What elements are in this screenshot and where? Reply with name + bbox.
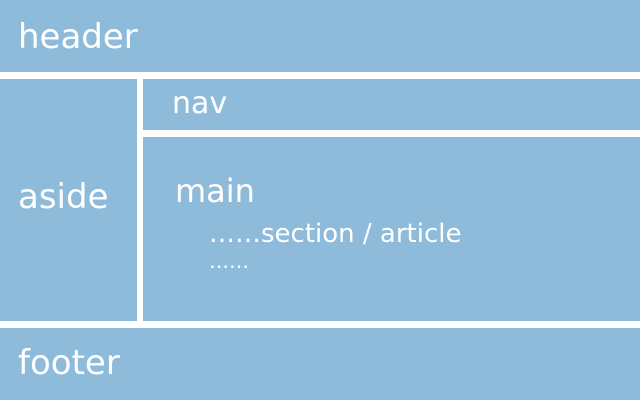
main-label: main [175,172,255,210]
main-content-line: ……section / article [209,219,462,249]
aside-block: aside [0,79,137,321]
nav-block: nav [143,79,640,130]
main-continuation: …… [209,249,249,273]
aside-label: aside [18,177,109,217]
footer-block: footer [0,328,640,400]
nav-label: nav [172,86,228,121]
footer-label: footer [18,343,120,383]
header-block: header [0,0,640,72]
header-label: header [18,17,138,57]
main-block: main ……section / article …… [143,137,640,321]
